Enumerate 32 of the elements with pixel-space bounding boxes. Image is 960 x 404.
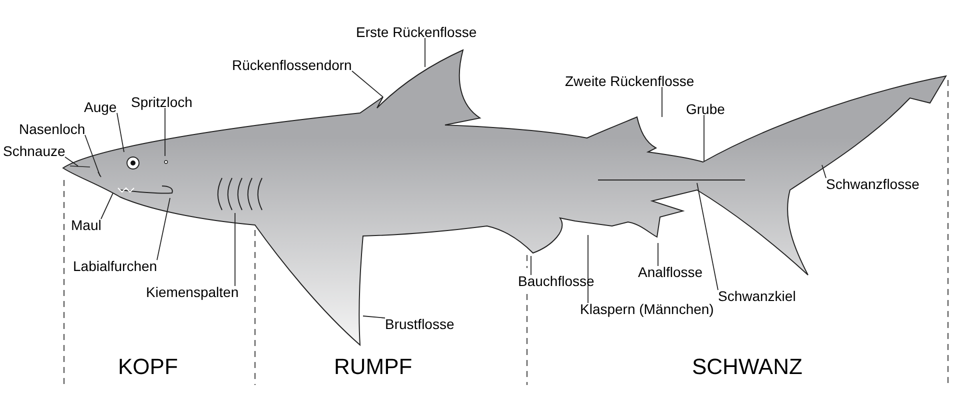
part-label: Kiemenspalten	[146, 283, 239, 301]
leader-line	[64, 156, 78, 166]
part-label: Zweite Rückenflosse	[565, 72, 694, 90]
part-label: Rückenflossendorn	[232, 56, 352, 74]
part-label: Nasenloch	[19, 120, 86, 138]
part-label: Auge	[84, 98, 117, 116]
part-label: Klaspern (Männchen)	[580, 300, 714, 318]
leader-line	[822, 164, 826, 178]
part-label: Schnauze	[3, 142, 66, 160]
part-label: Spritzloch	[131, 93, 192, 111]
leader-line	[362, 316, 386, 318]
part-label: Maul	[71, 216, 102, 234]
leader-line	[696, 182, 718, 290]
part-label: Schwanzkiel	[718, 287, 796, 305]
leader-line	[424, 38, 426, 68]
part-label: Schwanzflosse	[826, 175, 920, 193]
section-label: RUMPF	[334, 353, 412, 381]
leader-line	[530, 256, 532, 276]
leader-line	[84, 134, 100, 176]
part-label: Brustflosse	[385, 315, 454, 333]
part-label: Grube	[686, 100, 725, 118]
part-label: Analflosse	[638, 263, 703, 281]
section-label: SCHWANZ	[692, 353, 802, 381]
leader-line	[234, 212, 236, 286]
leader-line	[352, 70, 384, 98]
leader-line	[100, 192, 114, 220]
leader-line	[156, 198, 170, 260]
section-label: KOPF	[118, 353, 178, 381]
part-label: Erste Rückenflosse	[356, 23, 477, 41]
leader-line	[164, 108, 166, 156]
leader-line	[116, 112, 124, 152]
part-label: Labialfurchen	[73, 257, 158, 275]
